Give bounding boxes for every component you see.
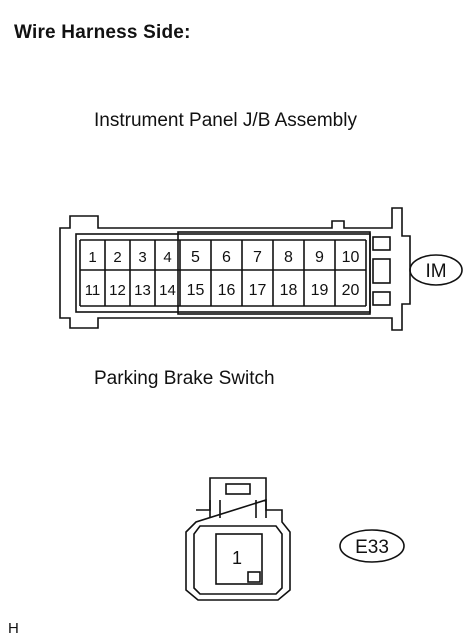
connector-e33-pin-cavity	[215, 533, 263, 585]
connector-name-parking-brake-switch: Parking Brake Switch	[94, 368, 275, 389]
connector-im-code-badge	[409, 254, 463, 286]
connector-e33-pin-1: 1	[232, 548, 242, 568]
connector-im-pin-15: 15	[187, 282, 205, 299]
page-title: Wire Harness Side:	[14, 22, 191, 43]
connector-im-pin-5: 5	[191, 249, 200, 266]
connector-im-pin-4: 4	[163, 249, 171, 266]
connector-im-pin-13: 13	[134, 282, 151, 299]
connector-im-pin-6: 6	[222, 249, 231, 266]
footer-code: H	[8, 620, 19, 637]
connector-im-lock-top	[372, 236, 391, 251]
connector-im-pin-10: 10	[342, 249, 360, 266]
connector-e33-lock-slot	[225, 483, 251, 495]
connector-im-pin-2: 2	[113, 249, 121, 266]
connector-name-instrument-panel-jb: Instrument Panel J/B Assembly	[94, 110, 357, 131]
connector-im-pin-14: 14	[159, 282, 176, 299]
connector-im-pin-19: 19	[311, 282, 329, 299]
connector-im-pin-20: 20	[342, 282, 360, 299]
connector-e33-pin-marker	[247, 571, 261, 583]
connector-e33-lock-tab	[209, 477, 267, 518]
connector-im-pin-8: 8	[284, 249, 293, 266]
connector-im-inner-frame	[75, 233, 371, 313]
connector-im-pin-11: 11	[85, 282, 101, 299]
connector-e33-housing	[185, 498, 291, 601]
connector-e33-inner-frame	[193, 525, 283, 595]
connector-im-pin-grid	[79, 239, 367, 307]
connector-e33	[185, 477, 291, 601]
connector-im-pin-17: 17	[249, 282, 267, 299]
connector-im-pin-16: 16	[218, 282, 236, 299]
connector-im-pin-18: 18	[280, 282, 298, 299]
connector-im-pin-12: 12	[109, 282, 126, 299]
connector-im-code: IM	[425, 261, 446, 282]
connector-e33-code-badge	[339, 529, 405, 563]
connector-im-key-block	[177, 231, 371, 315]
connector-im-pin-3: 3	[138, 249, 146, 266]
connector-im-housing	[59, 207, 411, 331]
connector-im-pin-7: 7	[253, 249, 262, 266]
connector-im	[59, 207, 411, 331]
connector-im-pin-1: 1	[88, 249, 96, 266]
connector-im-lock-middle	[372, 258, 391, 284]
connector-im-pin-9: 9	[315, 249, 324, 266]
connector-im-lock-bottom	[372, 291, 391, 306]
connector-e33-code: E33	[355, 537, 389, 558]
